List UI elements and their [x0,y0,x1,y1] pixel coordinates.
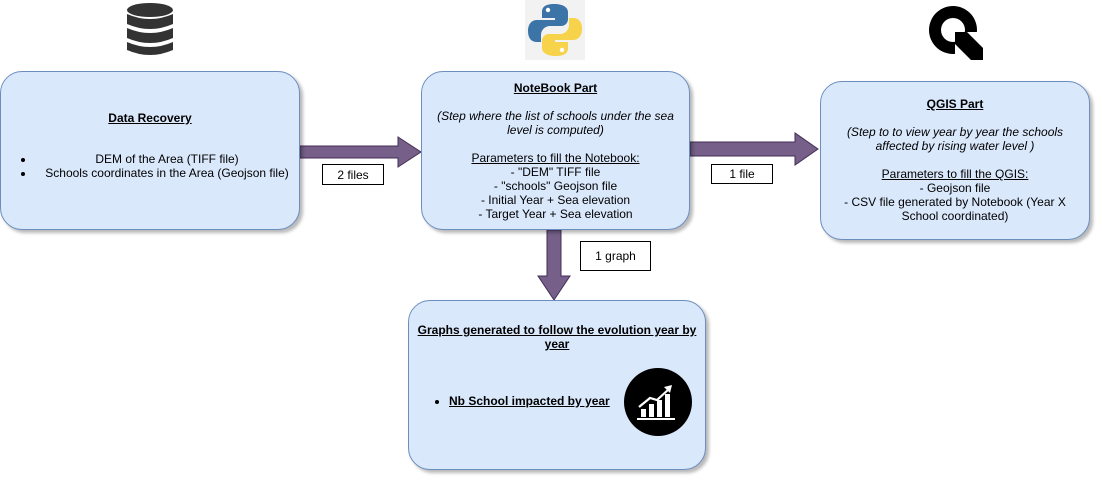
data-recovery-title: Data Recovery [108,111,192,125]
data-recovery-list: DEM of the Area (TIFF file) Schools coor… [11,152,299,180]
notebook-box: NoteBook Part (Step where the list of sc… [421,71,690,230]
graphs-list: Nb School impacted by year [427,394,610,408]
qgis-title: QGIS Part [926,97,984,111]
notebook-title: NoteBook Part [513,81,598,95]
notebook-param: - Target Year + Sea elevation [478,207,633,221]
arrow-notebook-to-graphs [537,229,571,301]
qgis-box: QGIS Part (Step to to view year by year … [820,81,1090,240]
python-logo-icon [525,0,585,60]
list-item: Nb School impacted by year [449,394,610,408]
notebook-params-heading: Parameters to fill the Notebook: [471,151,640,165]
growth-chart-icon [623,367,693,437]
notebook-param: - "schools" Geojson file [493,179,618,193]
notebook-param: - Initial Year + Sea elevation [480,193,631,207]
qgis-params-heading: Parameters to fill the QGIS: [881,167,1029,181]
list-item: Schools coordinates in the Area (Geojson… [35,166,299,180]
qgis-param: - Geojson file [919,181,991,195]
qgis-param: - CSV file generated by Notebook (Year X… [844,195,1066,223]
label-one-graph: 1 graph [580,241,651,271]
qgis-description: (Step to to view year by year the school… [846,125,1064,153]
label-one-file: 1 file [711,164,773,184]
database-icon [118,0,182,62]
arrow-data-to-notebook [299,136,422,168]
qgis-logo-icon [925,2,985,62]
label-two-files: 2 files [322,164,384,185]
arrow-notebook-to-qgis [689,132,819,166]
data-recovery-box: Data Recovery DEM of the Area (TIFF file… [0,71,300,230]
list-item: DEM of the Area (TIFF file) [35,152,299,166]
graphs-box: Graphs generated to follow the evolution… [408,300,706,470]
graphs-title: Graphs generated to follow the evolution… [417,323,697,351]
notebook-description: (Step where the list of schools under th… [437,109,674,137]
notebook-param: - "DEM" TIFF file [510,165,601,179]
